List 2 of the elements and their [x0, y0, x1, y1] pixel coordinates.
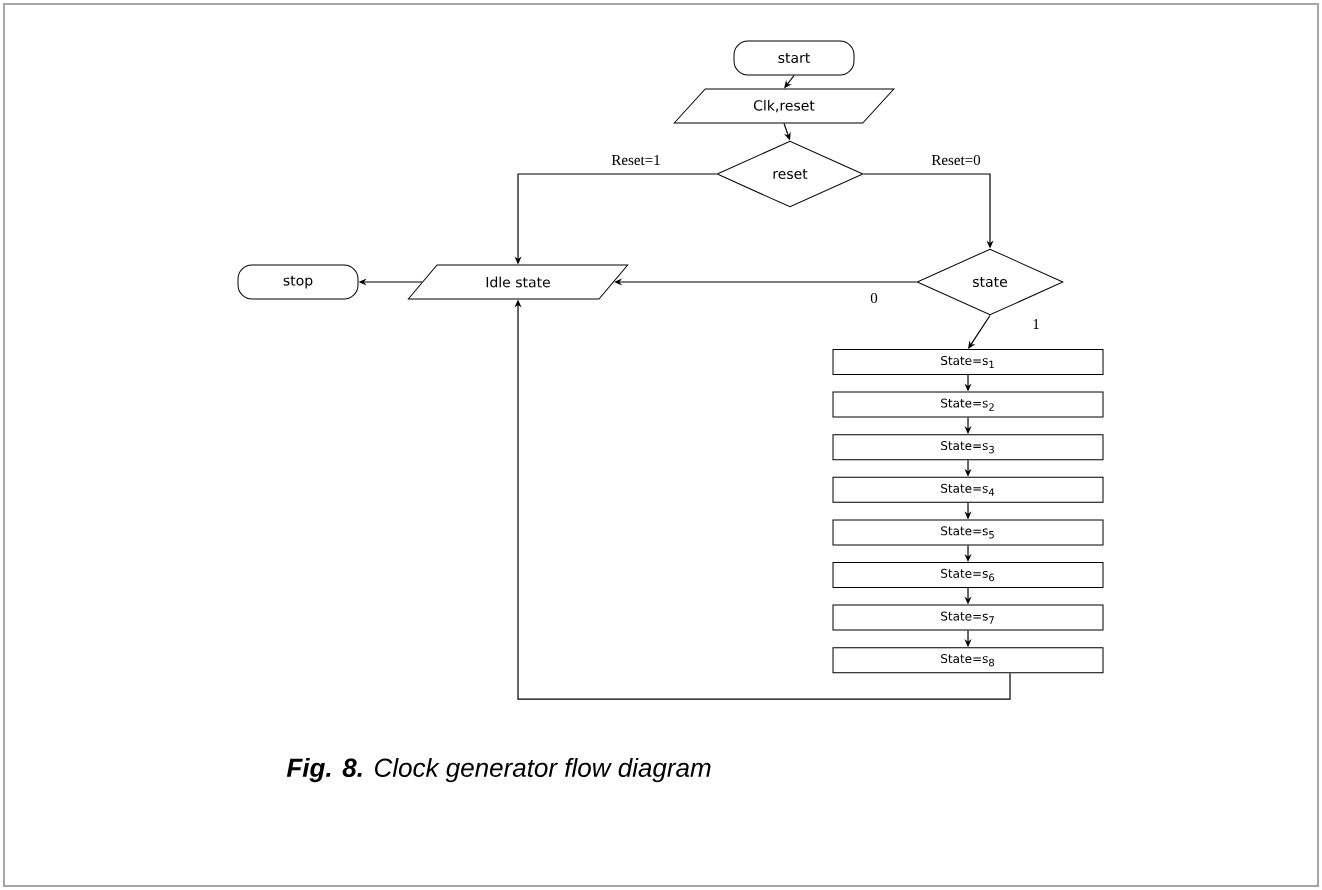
- arrow: [968, 314, 991, 349]
- caption: Fig. 8. Clock generator flow diagram: [286, 757, 711, 783]
